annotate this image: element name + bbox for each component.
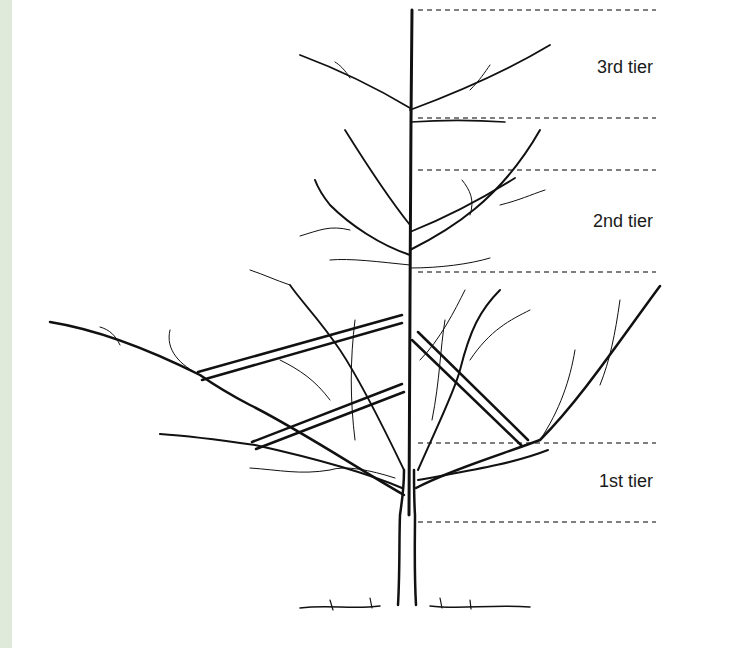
tier-label: 3rd tier — [594, 57, 656, 79]
tier-label: 1st tier — [596, 471, 656, 493]
tree-drawing — [50, 10, 660, 610]
tier-label: 2nd tier — [590, 211, 656, 233]
tier-dividers — [418, 10, 656, 522]
page-ground — [12, 0, 733, 648]
